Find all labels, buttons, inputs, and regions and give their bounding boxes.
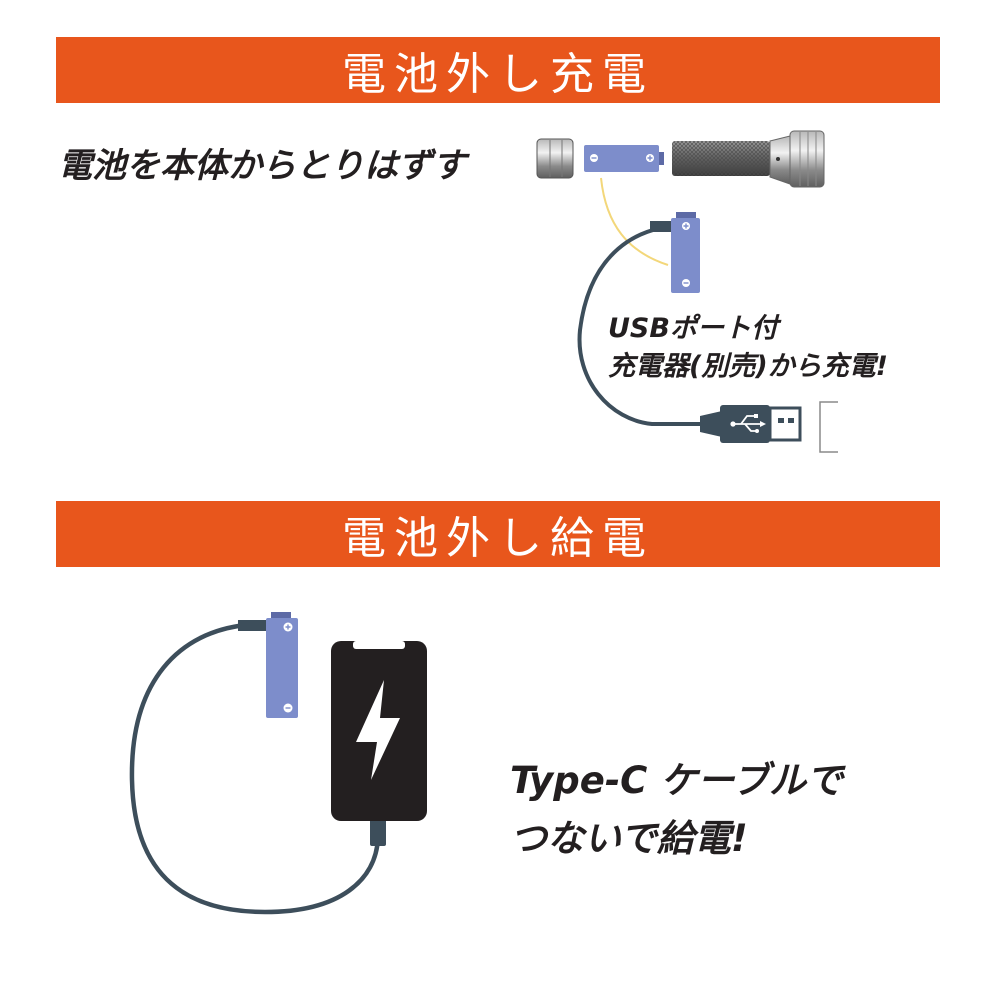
section-title: 電池外し給電 <box>342 513 654 564</box>
usb-charge-note-line: 充電器(別売)から充電! <box>608 351 888 382</box>
typec-connector <box>370 818 386 846</box>
section-title: 電池外し充電 <box>342 49 654 100</box>
lightning-bolt-icon <box>356 680 400 780</box>
flashlight-tail-cap-icon <box>536 138 574 179</box>
section-banner-battery-supply: 電池外し給電 <box>56 501 940 567</box>
typec-supply-note-line: つないで給電! <box>510 817 748 860</box>
usb-charge-note: USBポート付 充電器(別売)から充電! <box>608 310 888 386</box>
remove-battery-instruction: 電池を本体からとりはずす <box>58 146 466 186</box>
charger-port <box>819 401 838 453</box>
battery-icon <box>584 145 664 172</box>
smartphone-icon <box>331 641 427 821</box>
typec-cable <box>129 622 381 915</box>
battery-icon <box>266 612 298 718</box>
section-banner-battery-charge: 電池外し充電 <box>56 37 940 103</box>
usb-cable <box>577 224 707 426</box>
cable-connector <box>650 221 678 232</box>
typec-supply-note: Type-C ケーブルで つないで給電! <box>510 752 843 868</box>
cable-connector <box>238 620 272 631</box>
flashlight-icon <box>672 130 825 188</box>
usb-charge-note-line: USBポート付 <box>608 313 778 344</box>
battery-icon <box>671 212 700 293</box>
usb-plug-icon <box>700 405 802 443</box>
usb-symbol-icon <box>733 415 762 432</box>
arrow-curve <box>600 177 669 266</box>
typec-supply-note-line: Type-C ケーブルで <box>510 759 843 802</box>
